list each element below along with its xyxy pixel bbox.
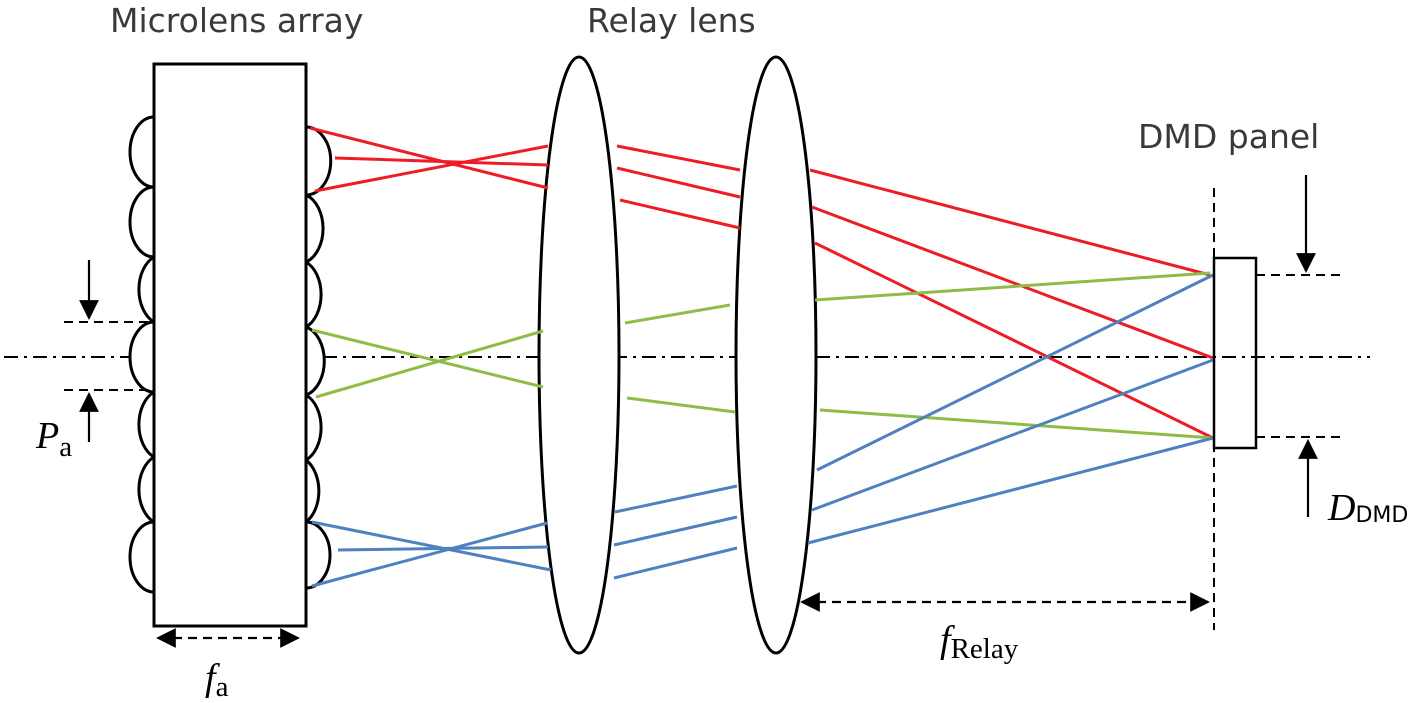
dmd-panel-label: DMD panel (1138, 117, 1319, 156)
focal-a-subscript: a (216, 671, 229, 703)
pitch-symbol: P (35, 415, 59, 457)
microlens-left-bumps (128, 115, 155, 594)
focal-relay-label: fRelay (940, 619, 1019, 665)
red-rays (309, 126, 1214, 440)
relay-lens-2 (734, 55, 818, 655)
dmd-panel-outline (1212, 256, 1258, 450)
green-rays (311, 271, 1214, 440)
microlens-array-body (152, 62, 308, 628)
microlens-array-label: Microlens array (110, 1, 363, 40)
pitch-label: Pa (35, 415, 72, 463)
dmd-size-symbol: D (1327, 487, 1355, 529)
focal-relay-subscript: Relay (951, 633, 1019, 665)
focal-a-label: fa (205, 657, 229, 703)
relay-lens-1 (537, 55, 621, 655)
dmd-size-label: DDMD (1327, 487, 1408, 529)
microlens-right-bumps (305, 125, 333, 590)
blue-rays (311, 273, 1214, 588)
pitch-subscript: a (59, 431, 72, 463)
relay-lens-label: Relay lens (587, 1, 756, 40)
dmd-size-subscript: DMD (1355, 503, 1408, 528)
